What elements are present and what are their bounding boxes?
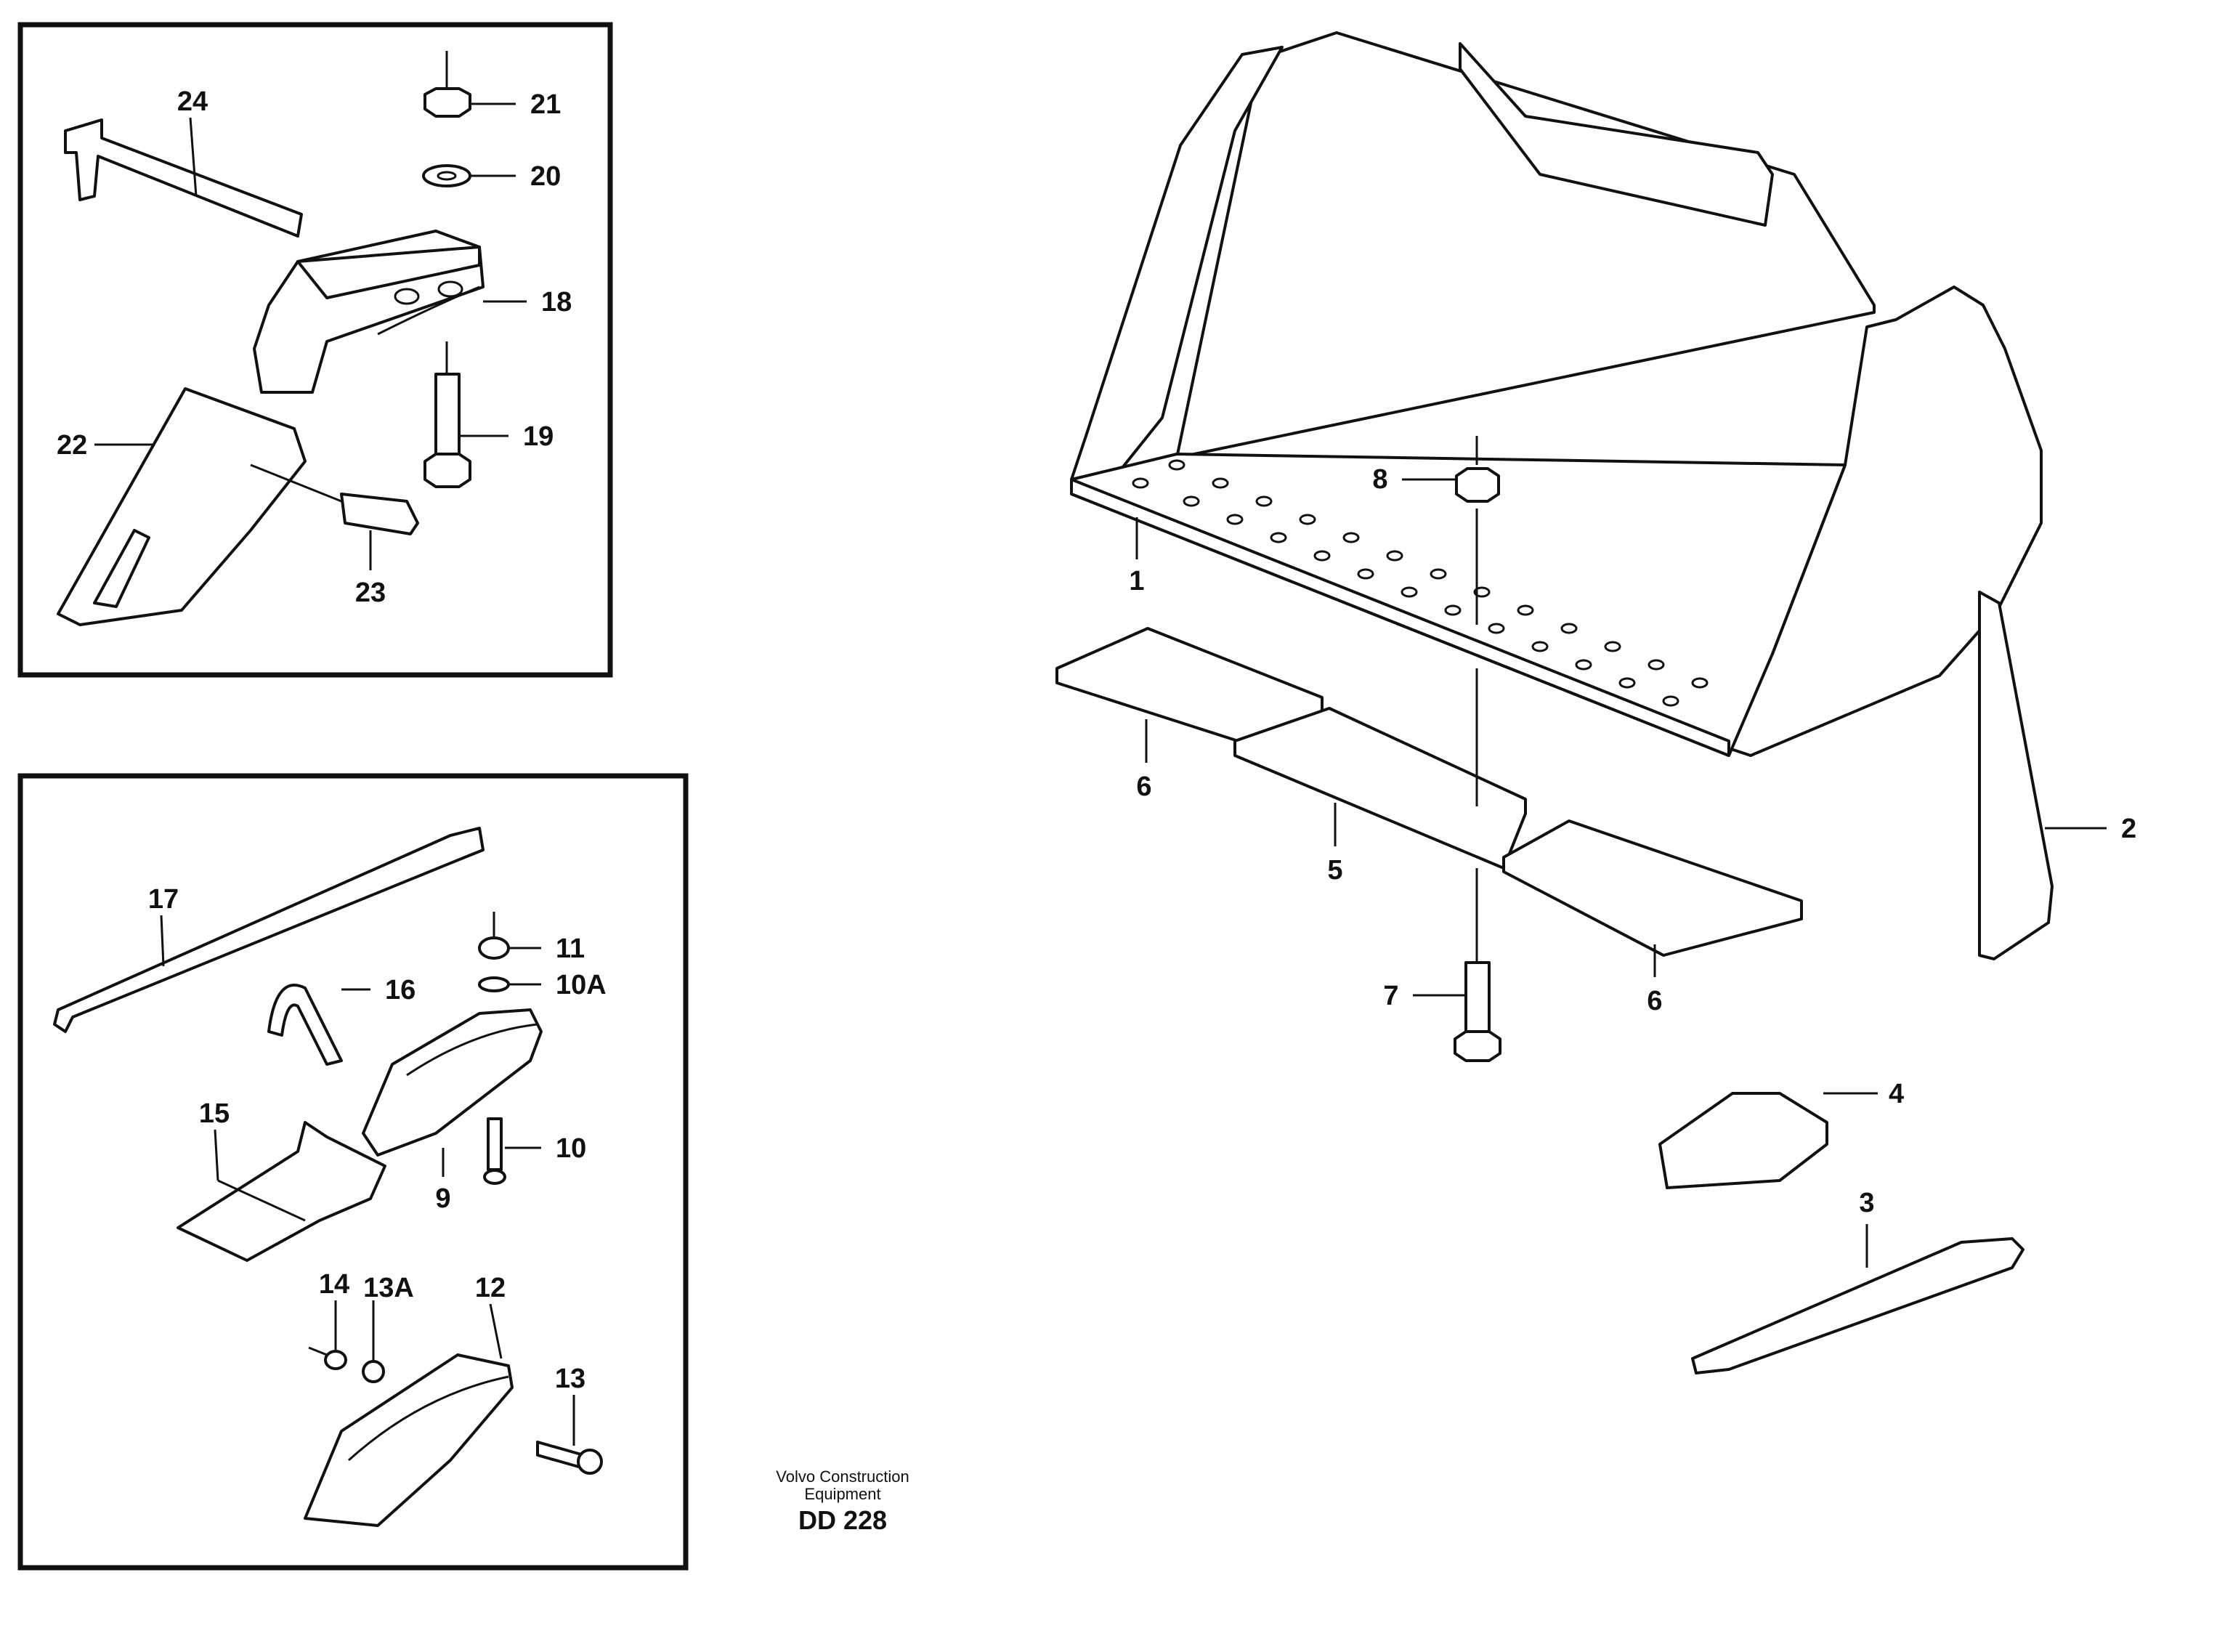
plate-4-drawing	[1658, 1092, 1828, 1189]
nut-14-drawing	[308, 1346, 347, 1370]
leader-lines	[94, 102, 2107, 1446]
document-caption: Volvo Construction Equipment DD 228	[776, 1467, 909, 1535]
callout-14: 14	[319, 1269, 349, 1300]
callout-22: 22	[57, 430, 87, 461]
callout-7: 7	[1383, 981, 1398, 1011]
callout-6-right: 6	[1647, 986, 1662, 1016]
callout-17: 17	[148, 884, 179, 915]
callout-1: 1	[1129, 566, 1144, 596]
pin-23-drawing	[250, 463, 419, 535]
adapter-12-drawing	[304, 1353, 514, 1527]
callout-5: 5	[1327, 855, 1342, 886]
tooth-22-drawing	[57, 387, 307, 626]
callout-10a: 10A	[556, 970, 607, 1000]
callout-13a: 13A	[363, 1273, 414, 1303]
bolt-13-drawing	[536, 1441, 603, 1475]
callout-11: 11	[556, 934, 585, 964]
tooth-15-drawing	[177, 1121, 386, 1262]
bucket-1-drawing	[1070, 31, 2043, 757]
callout-21: 21	[530, 89, 561, 120]
nut-21-drawing	[423, 51, 471, 118]
callout-3: 3	[1859, 1188, 1874, 1218]
callout-19: 19	[523, 421, 554, 452]
callout-15: 15	[199, 1098, 230, 1129]
rod-17-drawing	[53, 827, 485, 1033]
callout-18: 18	[541, 287, 572, 317]
nut-11-drawing	[478, 912, 510, 960]
callout-24: 24	[177, 86, 208, 117]
callout-10: 10	[556, 1133, 586, 1164]
strip-3-drawing	[1691, 1237, 2025, 1374]
callout-20: 20	[530, 161, 561, 192]
callout-2: 2	[2121, 814, 2136, 844]
pin-24-drawing	[64, 118, 303, 238]
callout-6-left: 6	[1136, 772, 1151, 802]
callout-12: 12	[475, 1273, 506, 1303]
side-cutter-2-drawing	[1978, 591, 2054, 960]
bolt-7-drawing	[1454, 961, 1501, 1062]
adapter-18-drawing	[253, 230, 485, 394]
bolt-19-drawing	[423, 341, 471, 488]
callout-9: 9	[435, 1183, 450, 1214]
bolt-10-drawing	[483, 1117, 506, 1185]
drawing-code: DD 228	[798, 1505, 887, 1535]
adapter-9-drawing	[362, 1008, 543, 1157]
caption-line-2: Equipment	[804, 1485, 880, 1503]
callout-4: 4	[1889, 1079, 1904, 1109]
callout-23: 23	[355, 578, 386, 608]
edge-segments-drawing	[1055, 627, 1803, 970]
callout-8: 8	[1372, 464, 1387, 495]
inset-frame-top	[17, 22, 613, 678]
washer-20-drawing	[422, 164, 471, 187]
callouts: 24 21 20 18 19 22 23 17 16 11 10A 15 10 …	[57, 86, 2136, 1394]
callout-16: 16	[385, 975, 416, 1005]
inset-frame-bottom	[17, 773, 689, 1571]
washer-13a-drawing	[362, 1360, 385, 1383]
clip-16-drawing	[267, 984, 343, 1066]
caption-line-1: Volvo Construction	[776, 1467, 909, 1486]
nut-8-drawing	[1455, 436, 1500, 625]
washer-10a-drawing	[478, 976, 510, 992]
callout-13: 13	[555, 1364, 585, 1394]
